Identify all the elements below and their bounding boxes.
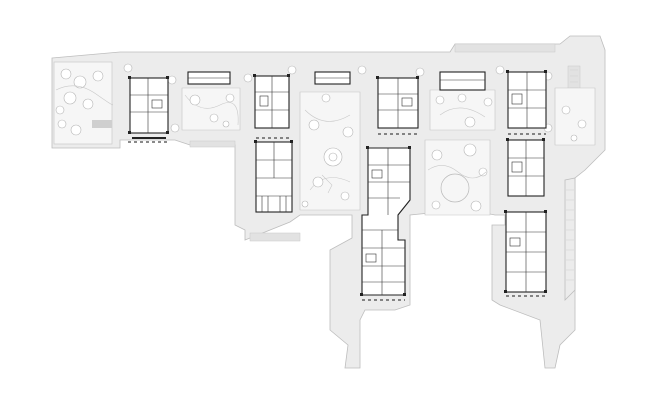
- left-plot: [53, 61, 113, 145]
- building-k: [504, 210, 547, 293]
- building-i: [360, 146, 411, 296]
- building-j: [506, 138, 545, 197]
- building-e: [376, 76, 419, 129]
- building-b: [187, 71, 231, 85]
- courtyard-4: [424, 139, 491, 216]
- parking-right: [564, 177, 576, 301]
- building-a: [128, 76, 169, 139]
- facade-marks: [128, 133, 546, 301]
- building-h: [254, 140, 293, 213]
- courtyard-1: [181, 87, 241, 131]
- courtyard-5: [554, 87, 596, 146]
- building-g: [506, 70, 547, 129]
- parking-bottom-left: [189, 140, 301, 242]
- building-d: [314, 71, 351, 85]
- courtyard-2: [299, 91, 361, 211]
- building-c: [253, 74, 290, 129]
- courtyard-3: [429, 89, 496, 131]
- building-f: [439, 71, 486, 91]
